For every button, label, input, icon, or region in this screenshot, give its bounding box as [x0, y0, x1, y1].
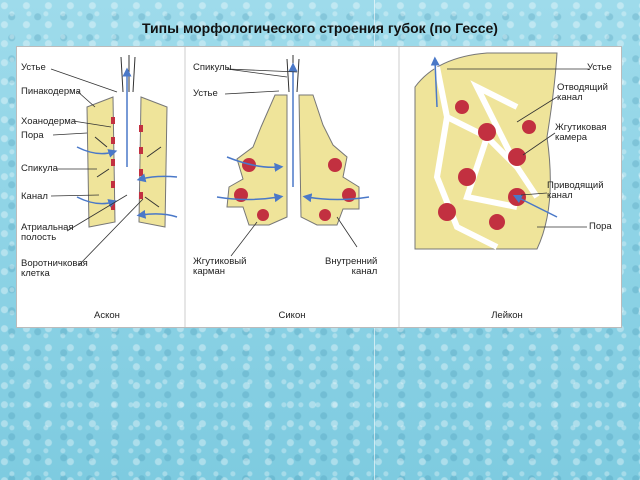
page-title: Типы морфологического строения губок (по… — [142, 20, 498, 36]
diagram-panel: Устье Пинакодерма Хоанодерма Пора Спикул… — [16, 46, 622, 328]
sycon-water-flow — [216, 62, 370, 203]
ascon-caption: Аскон — [94, 310, 120, 321]
ascon-label-spicula: Спикула — [21, 163, 58, 174]
sycon-leader-lines — [224, 68, 358, 257]
leucon-caption: Лейкон — [491, 310, 523, 321]
sycon-label-spicules: Спикулы — [193, 62, 232, 73]
leucon-label-flagellar-chamber: Жгутиковая камера — [555, 122, 607, 143]
sycon-right-wall — [298, 94, 360, 226]
diagram-svg — [50, 47, 589, 327]
ascon-spicules — [94, 55, 162, 208]
sycon-label-flagellar-pocket: Жгутиковый карман — [193, 256, 247, 277]
leucon-leader-lines — [447, 68, 589, 228]
ascon-label-canal: Канал — [21, 191, 48, 202]
ascon-label-ustye: Устье — [21, 62, 46, 73]
leucon-label-pora: Пора — [589, 221, 612, 232]
ascon-right-wall — [138, 96, 168, 228]
ascon-diagram — [50, 55, 178, 266]
ascon-label-choanoderm: Хоанодерма — [21, 116, 77, 127]
leucon-flagellar-chambers — [438, 100, 536, 230]
leucon-label-incoming-canal: Приводящий канал — [547, 180, 604, 201]
ascon-water-flow — [76, 67, 178, 219]
leucon-label-ustye: Устье — [587, 62, 612, 73]
ascon-label-pora: Пора — [21, 130, 44, 141]
leucon-water-flow — [430, 56, 558, 218]
leucon-label-outgoing-canal: Отводящий канал — [557, 82, 608, 103]
sycon-caption: Сикон — [278, 310, 306, 321]
leucon-diagram — [414, 52, 589, 250]
sycon-label-ustye: Устье — [193, 88, 218, 99]
ascon-label-collar-cell: Воротничковая клетка — [21, 258, 88, 279]
ascon-label-atrial: Атриальная полость — [21, 222, 74, 243]
ascon-leader-lines — [50, 68, 144, 266]
ascon-label-pinacoderm: Пинакодерма — [21, 86, 81, 97]
ascon-left-wall — [86, 96, 116, 228]
sycon-label-inner-canal: Внутренний канал — [325, 256, 378, 277]
sycon-diagram — [216, 55, 370, 257]
